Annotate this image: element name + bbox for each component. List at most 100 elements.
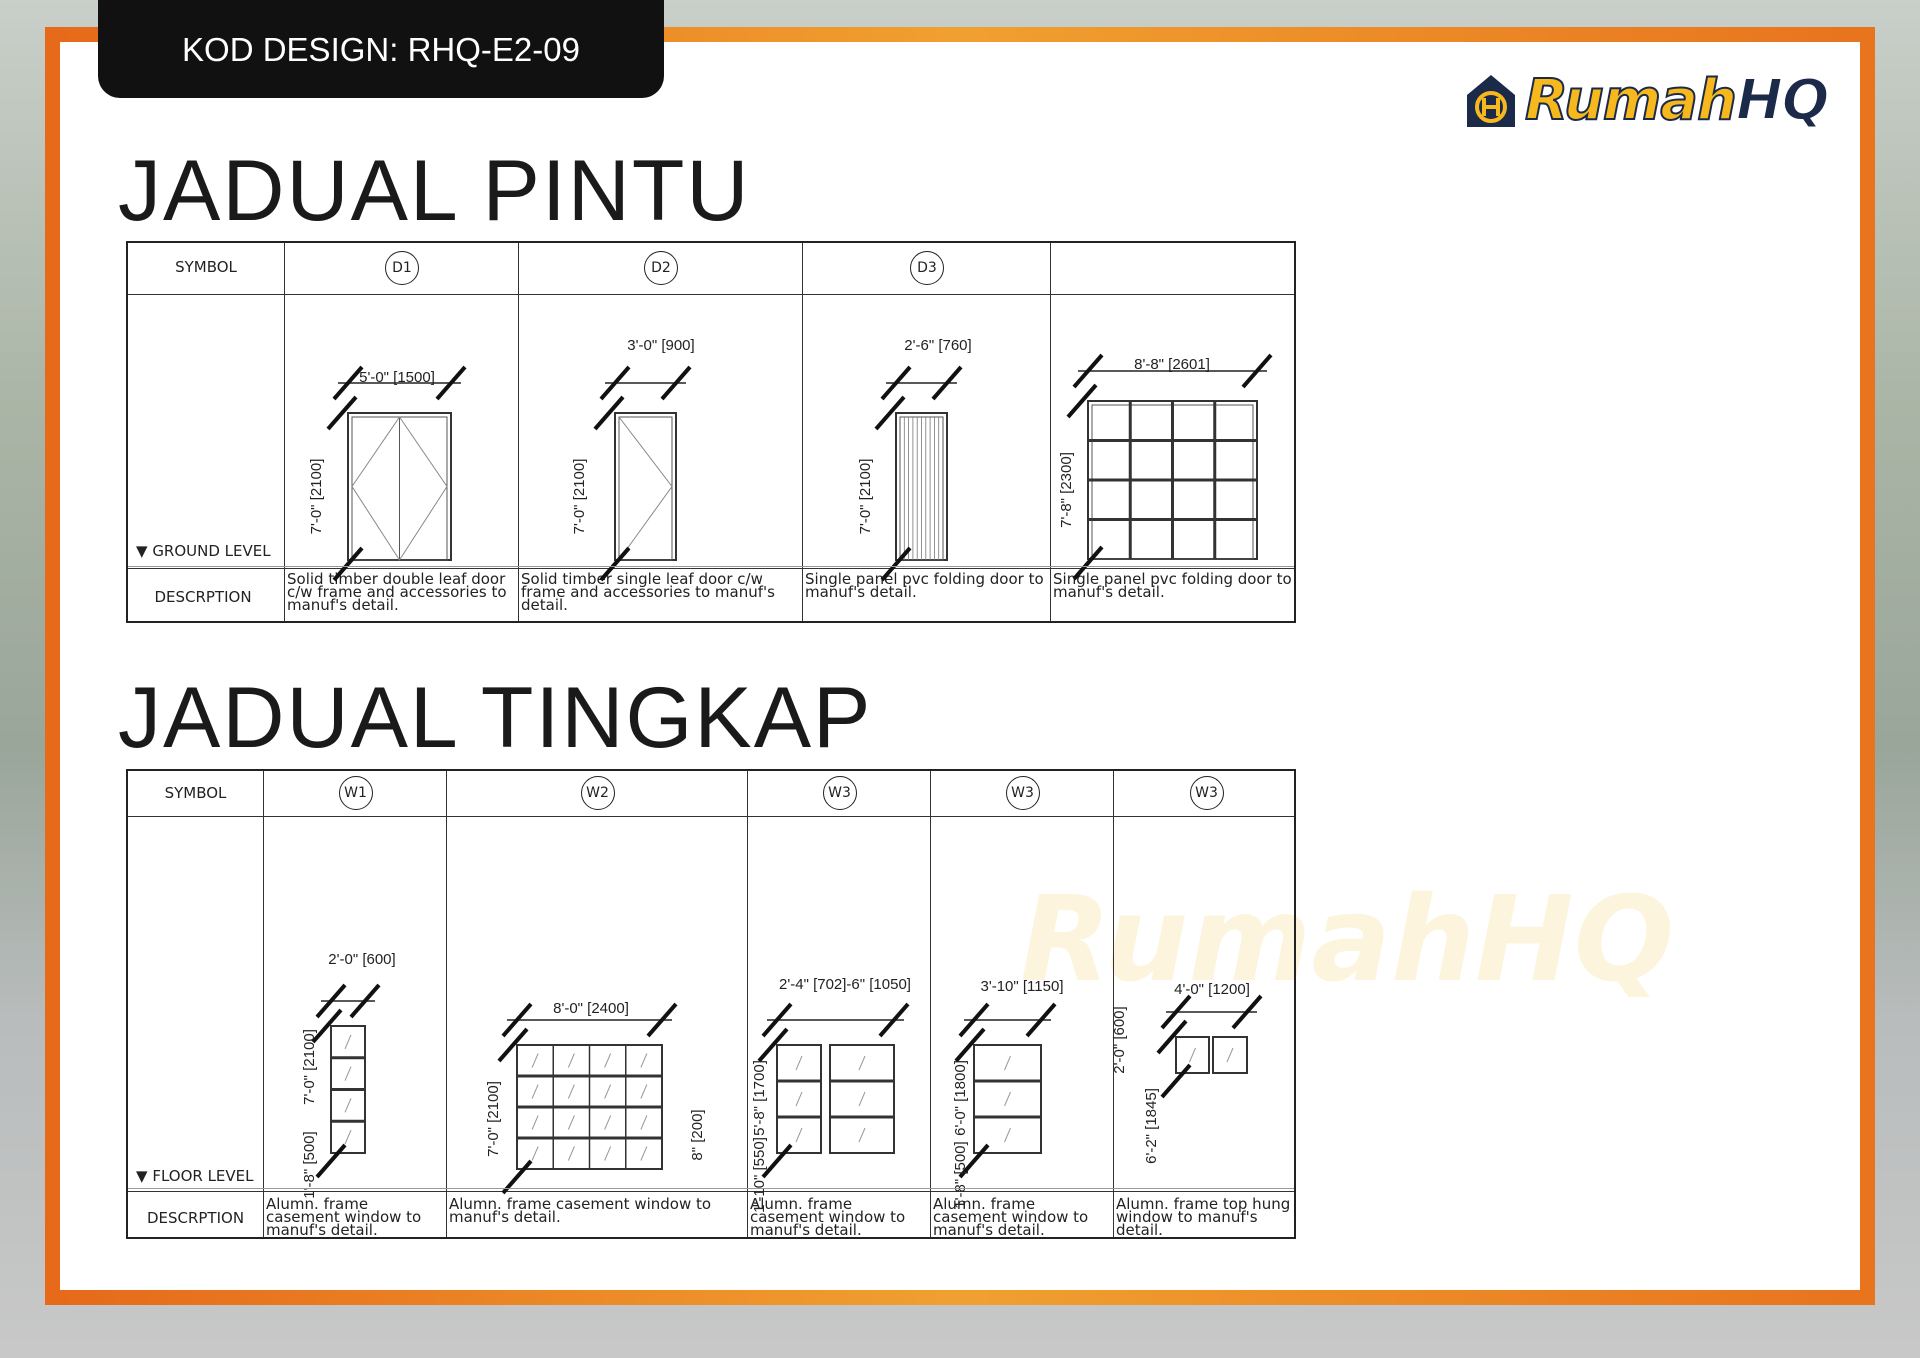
window-frame: [776, 1044, 822, 1154]
door-elevation-drawing: 8'-8" [2601] 7'-8" [2300]: [1058, 353, 1273, 581]
dimension-tick: [599, 365, 631, 401]
floor-level-label: ▼ FLOOR LEVEL: [136, 1167, 254, 1185]
dimension-tick: [1231, 994, 1263, 1030]
dimension-tick: [880, 365, 912, 401]
dimension-tick: [497, 1027, 529, 1063]
width-dimension: 2'-6" [760]: [904, 337, 971, 354]
description-text: Single panel pvc folding door to manuf's…: [1053, 570, 1292, 601]
width-dimension: 8'-8" [2601]: [1134, 356, 1210, 373]
description-text: Alumn. frame top hung window to manuf's …: [1116, 1195, 1291, 1239]
sill-dimension: 1'-10" [550]: [751, 1137, 768, 1213]
dimension-tick: [1160, 1063, 1192, 1099]
door-elevation-drawing: 2'-6" [760] 7'-0" [2100]: [857, 337, 972, 582]
door-elevation-drawing: 5'-0" [1500]7'-0" [2100]: [308, 365, 467, 582]
rumahhq-logo: RumahHQ: [1465, 67, 1830, 134]
dimension-tick: [1025, 1002, 1057, 1038]
width-dimension: 2'-0" [600]: [328, 951, 395, 968]
height-dimension: 5'-8" [1700]: [751, 1060, 768, 1136]
description-label: DESCRPTION: [154, 588, 252, 606]
symbol-tag: D1: [385, 251, 419, 285]
width-dimension: 2'-4" [702]-6" [1050]: [779, 976, 911, 993]
symbol-tag: D2: [644, 251, 678, 285]
dimension-tick: [878, 1002, 910, 1038]
window-schedule-title: JADUAL TINGKAP: [118, 670, 873, 766]
description-text: Solid timber double leaf door c/w frame …: [287, 570, 507, 614]
symbol-tag: W1: [338, 776, 373, 810]
window-frame: [829, 1044, 895, 1154]
door-schedule-title: JADUAL PINTU: [118, 143, 751, 239]
dimension-tick: [593, 395, 625, 431]
dimension-tick: [435, 365, 467, 401]
width-dimension: 3'-10" [1150]: [981, 978, 1064, 995]
dimension-tick: [326, 395, 358, 431]
height-dimension: 7'-0" [2100]: [857, 459, 874, 535]
window-elevation-drawing: 8'-0" [2400] 7'-0" [2100] 8" [200]: [485, 1000, 706, 1195]
dimension-tick: [646, 1002, 678, 1038]
dimension-tick: [315, 1143, 347, 1179]
height-dimension: 7'-0" [2100]: [301, 1029, 318, 1105]
dimension-tick: [874, 395, 906, 431]
door-column-4: Single panel pvc folding door to manuf's…: [1050, 243, 1298, 621]
dimension-tick: [660, 365, 692, 401]
dimension-tick: [958, 1143, 990, 1179]
dimension-tick: [1156, 1019, 1188, 1055]
design-code-tab: KOD DESIGN: RHQ-E2-09: [98, 0, 664, 98]
dimension-tick: [501, 1159, 533, 1195]
logo-text: RumahHQ: [1524, 67, 1830, 134]
window-elevation-drawing: 3'-10" [1150]6'-0" [1800]1'-8" [500]: [952, 978, 1064, 1209]
height-dimension: 7'-0" [2100]: [571, 459, 588, 535]
dimension-tick: [599, 546, 631, 582]
height-dimension: 7'-0" [2100]: [485, 1081, 502, 1157]
width-dimension: 5'-0" [1500]: [359, 369, 435, 386]
symbol-tag: W3: [1189, 776, 1224, 810]
dimension-tick: [332, 365, 364, 401]
door-frame: [614, 412, 677, 561]
symbol-tag: W2: [580, 776, 615, 810]
height-dimension: 2'-0" [600]: [1111, 1006, 1128, 1073]
sill-dimension: 1'-8" [500]: [301, 1131, 318, 1198]
dimension-tick: [1072, 353, 1104, 389]
dimension-tick: [315, 983, 347, 1019]
description-text: Single panel pvc folding door to manuf's…: [805, 570, 1044, 601]
page-frame: [45, 27, 1875, 1305]
dimension-tick: [761, 1002, 793, 1038]
dimension-tick: [958, 1002, 990, 1038]
symbol-tag: W3: [822, 776, 857, 810]
dimension-tick: [1066, 383, 1098, 419]
dimension-tick: [501, 1002, 533, 1038]
sill-dimension: 1'-8" [500]: [952, 1141, 969, 1208]
symbol-label: SYMBOL: [175, 258, 237, 276]
description-text: Alumn. frame casement window to manuf's …: [750, 1195, 906, 1239]
description-label: DESCRPTION: [146, 1209, 245, 1227]
window-elevation-drawing: 4'-0" [1200] 2'-0" [600] 6'-2" [1845]: [1111, 981, 1263, 1164]
dimension-tick: [1160, 994, 1192, 1030]
dimension-tick: [931, 365, 963, 401]
dimension-tick: [349, 983, 381, 1019]
window-frame: [1212, 1036, 1248, 1074]
symbol-tag: W3: [1005, 776, 1040, 810]
window-elevation-drawing: 2'-4" [702]-6" [1050] 5'-8" [1700]1'-10" …: [751, 976, 911, 1213]
width-dimension: 4'-0" [1200]: [1174, 981, 1250, 998]
description-text: Alumn. frame casement window to manuf's …: [933, 1195, 1089, 1239]
sill-dimension: 6'-2" [1845]: [1143, 1088, 1160, 1164]
door-elevation-drawing: 3'-0" [900]7'-0" [2100]: [571, 337, 695, 582]
width-dimension: 8'-0" [2400]: [553, 1000, 629, 1017]
dimension-tick: [1072, 545, 1104, 581]
dimension-tick: [954, 1027, 986, 1063]
dimension-tick: [332, 546, 364, 582]
sill-dimension: 8" [200]: [689, 1109, 706, 1160]
height-dimension: 7'-8" [2300]: [1058, 452, 1075, 528]
symbol-tag: D3: [910, 251, 944, 285]
house-logo-icon: [1467, 74, 1515, 127]
dimension-tick: [757, 1027, 789, 1063]
dimension-tick: [1241, 353, 1273, 389]
watermark: RumahHQ: [1020, 870, 1675, 1008]
